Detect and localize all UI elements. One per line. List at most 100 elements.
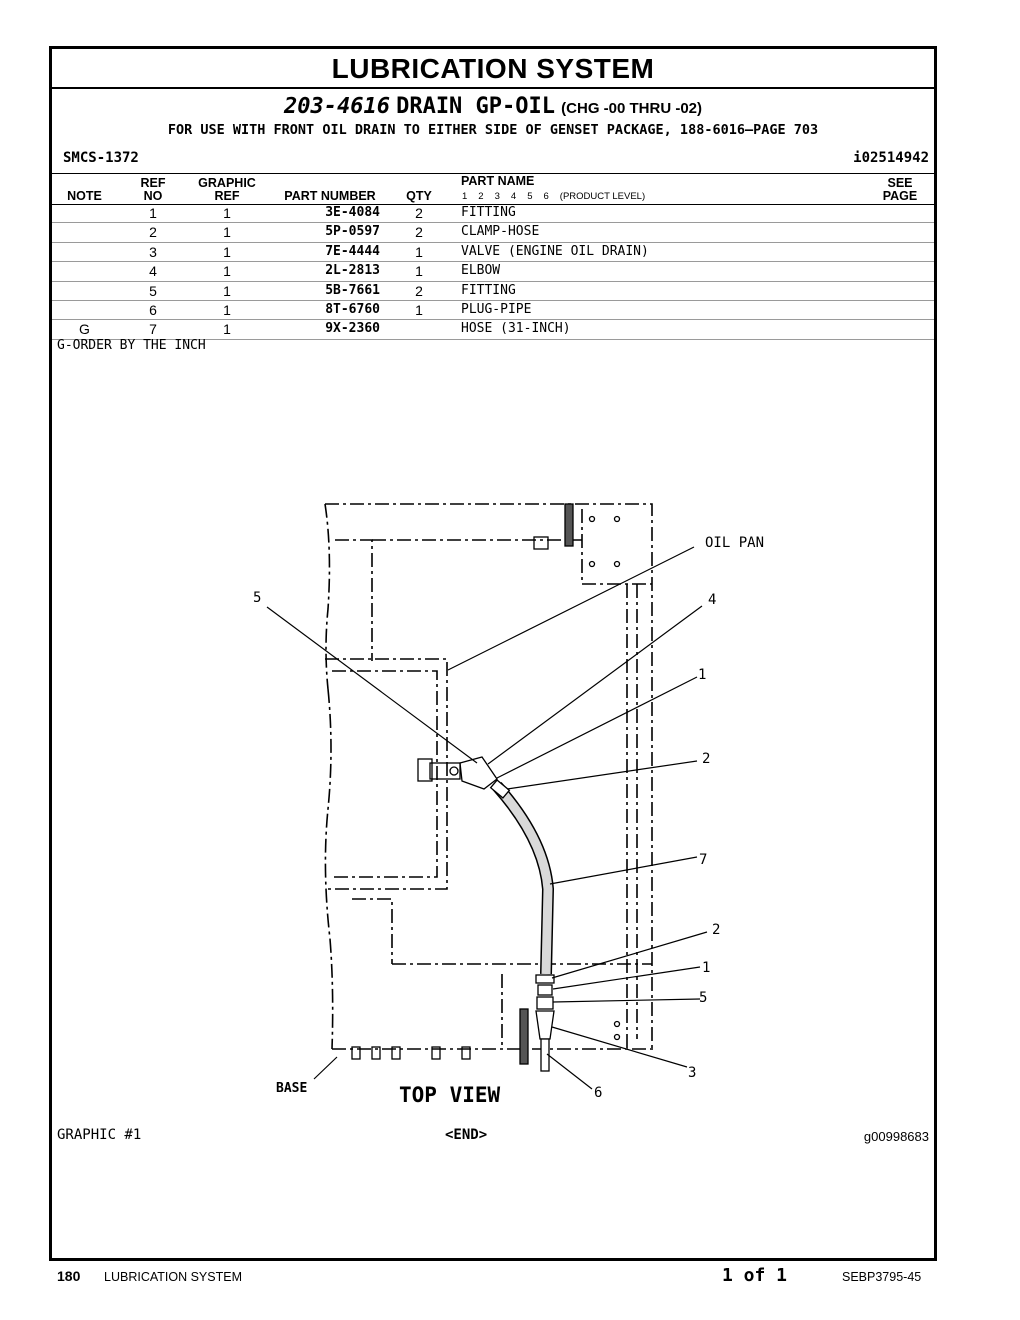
oil-pan-outline bbox=[325, 658, 448, 890]
bolt bbox=[613, 560, 621, 568]
cell-part-name: FITTING bbox=[461, 205, 516, 220]
cell-graphic: 1 bbox=[223, 243, 231, 260]
hose-inner bbox=[493, 783, 553, 975]
callout-1-lower: 1 bbox=[702, 960, 710, 976]
leader-5-bottom bbox=[552, 998, 701, 1003]
level-5: 5 bbox=[527, 191, 533, 202]
leader-base bbox=[313, 1056, 338, 1080]
section-title: LUBRICATION SYSTEM bbox=[331, 53, 655, 84]
cell-qty: 1 bbox=[415, 301, 423, 318]
cell-graphic: 1 bbox=[223, 205, 231, 221]
cell-qty: 2 bbox=[415, 205, 423, 221]
smcs-code: SMCS-1372 bbox=[63, 150, 139, 166]
cell-ref: 2 bbox=[149, 224, 157, 241]
callout-2-lower: 2 bbox=[712, 922, 720, 938]
cell-part-number[interactable]: 2L-2813 bbox=[325, 263, 380, 279]
cell-ref: 3 bbox=[149, 243, 157, 260]
base-pad bbox=[431, 1046, 441, 1060]
bolt bbox=[613, 1033, 621, 1041]
cell-qty: 2 bbox=[415, 282, 423, 299]
leader-7 bbox=[549, 856, 698, 885]
table-row: 2 1 5P-0597 2 CLAMP-HOSE bbox=[52, 223, 934, 243]
callout-5-lower: 5 bbox=[699, 990, 707, 1006]
leader-6 bbox=[546, 1053, 593, 1090]
page-frame: LUBRICATION SYSTEM 203-4616 DRAIN GP-OIL… bbox=[49, 46, 937, 1261]
cell-part-name: FITTING bbox=[461, 282, 516, 298]
drain-valve bbox=[535, 1010, 555, 1040]
col-see-bottom: PAGE bbox=[882, 189, 918, 203]
callout-6: 6 bbox=[594, 1085, 602, 1101]
cell-ref: 4 bbox=[149, 263, 157, 280]
graphic-label: GRAPHIC #1 bbox=[57, 1127, 142, 1143]
callout-3: 3 bbox=[688, 1065, 696, 1081]
bolt bbox=[613, 1020, 621, 1028]
col-see-top: SEE bbox=[887, 176, 913, 190]
cell-qty: 2 bbox=[415, 224, 423, 241]
cell-part-name: ELBOW bbox=[461, 263, 501, 279]
lower-left-block bbox=[352, 898, 393, 964]
cell-graphic: 1 bbox=[223, 282, 231, 299]
hose-clamp-top bbox=[489, 779, 511, 799]
bolt bbox=[613, 515, 621, 523]
title-rule bbox=[52, 87, 934, 89]
drain-port bbox=[417, 758, 433, 782]
level-2: 2 bbox=[478, 191, 484, 202]
label-top-view: TOP VIEW bbox=[399, 1083, 501, 1107]
cell-part-number[interactable]: 5B-7661 bbox=[325, 282, 380, 298]
parts-table-header: NOTE REF NO GRAPHIC REF PART NUMBER QTY … bbox=[52, 173, 934, 205]
label-oil-pan: OIL PAN bbox=[705, 535, 764, 551]
cell-part-name: VALVE (ENGINE OIL DRAIN) bbox=[461, 243, 649, 259]
table-row: 6 1 8T-6760 1 PLUG-PIPE bbox=[52, 301, 934, 321]
cell-part-number[interactable]: 3E-4084 bbox=[325, 205, 380, 220]
leader-5-top bbox=[266, 606, 478, 764]
col-ref-top: REF bbox=[140, 176, 166, 190]
cell-graphic: 1 bbox=[223, 224, 231, 241]
footer-page-number: 180 bbox=[57, 1268, 81, 1284]
exploded-view-diagram: OIL PAN 5 4 1 2 7 2 1 5 3 6 BASE TOP VIE… bbox=[253, 503, 764, 1107]
leader-1-bottom bbox=[552, 966, 701, 990]
footer-page-of: 1 of 1 bbox=[722, 1265, 788, 1286]
col-ref-bottom: NO bbox=[143, 189, 163, 203]
callout-5: 5 bbox=[253, 590, 261, 606]
callout-2: 2 bbox=[702, 751, 710, 767]
group-name: DRAIN GP-OIL bbox=[396, 94, 556, 119]
usage-note: FOR USE WITH FRONT OIL DRAIN TO EITHER S… bbox=[167, 122, 819, 138]
cell-part-name: CLAMP-HOSE bbox=[461, 224, 540, 240]
base-pad bbox=[351, 1046, 361, 1060]
leader-3 bbox=[551, 1026, 688, 1068]
footnote: G-ORDER BY THE INCH bbox=[57, 338, 206, 353]
base-wavy bbox=[329, 938, 334, 1050]
cell-graphic: 1 bbox=[223, 321, 231, 338]
leader-4 bbox=[487, 605, 703, 765]
bracket-hatched bbox=[564, 503, 574, 547]
bolt bbox=[588, 560, 596, 568]
table-row: 5 1 5B-7661 2 FITTING bbox=[52, 282, 934, 301]
cell-part-number[interactable]: 8T-6760 bbox=[325, 301, 380, 317]
cell-ref: 5 bbox=[149, 282, 157, 299]
footer-doc-id: SEBP3795-45 bbox=[842, 1270, 922, 1284]
frame-inner-left bbox=[335, 539, 373, 661]
cell-ref: 7 bbox=[149, 321, 157, 338]
fitting-lower-2 bbox=[536, 996, 554, 1010]
col-note: NOTE bbox=[67, 189, 102, 203]
level-4: 4 bbox=[510, 191, 517, 202]
col-graphic-bottom: REF bbox=[214, 189, 240, 203]
cell-part-number[interactable]: 7E-4444 bbox=[325, 243, 380, 259]
base-pad bbox=[461, 1046, 471, 1060]
document-ident: i02514942 bbox=[853, 150, 929, 166]
cell-part-number[interactable]: 9X-2360 bbox=[325, 321, 380, 337]
table-row: 1 1 3E-4084 2 FITTING bbox=[52, 204, 934, 224]
cell-part-number[interactable]: 5P-0597 bbox=[325, 224, 380, 240]
elbow-fitting bbox=[459, 756, 498, 790]
cell-graphic: 1 bbox=[223, 263, 231, 280]
level-3: 3 bbox=[494, 191, 500, 202]
level-1: 1 bbox=[462, 191, 468, 202]
frame-outline bbox=[325, 503, 653, 1049]
col-qty: QTY bbox=[406, 189, 432, 203]
col-part-number: PART NUMBER bbox=[284, 189, 376, 203]
cell-part-name: HOSE (31-INCH) bbox=[461, 321, 571, 337]
base-pad bbox=[371, 1046, 381, 1060]
cell-part-name: PLUG-PIPE bbox=[461, 301, 532, 317]
cell-note: G bbox=[79, 321, 90, 338]
valve-body bbox=[429, 762, 461, 780]
